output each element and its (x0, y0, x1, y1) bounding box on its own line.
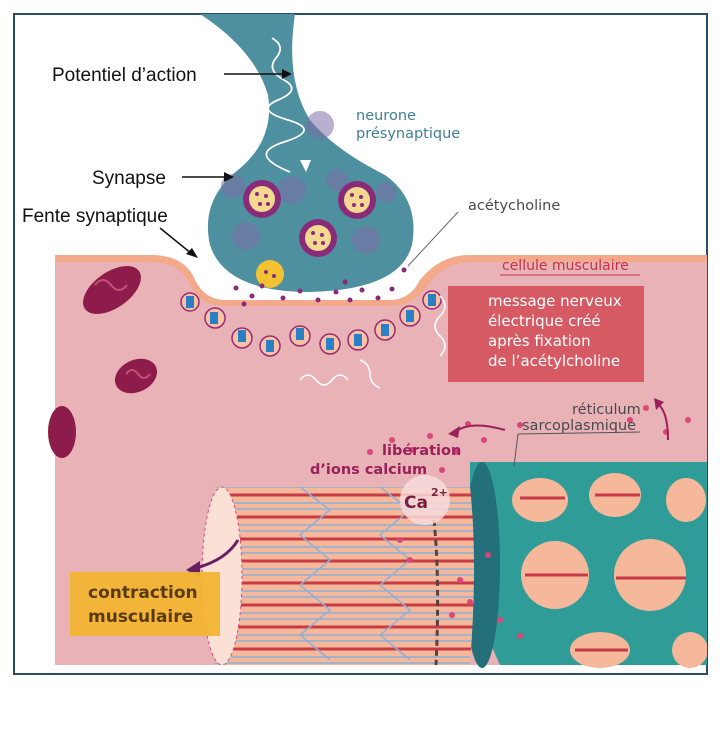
presynaptic-neuron-label-2: présynaptique (356, 126, 460, 142)
calcium-ions (367, 405, 691, 639)
nerve-message-line-4: de l’acétylcholine (488, 352, 620, 370)
calcium-charge: 2+ (431, 486, 448, 499)
presynaptic-neuron-label-1: neurone (356, 108, 416, 124)
calcium-release-label-2: d’ions calcium (310, 462, 427, 478)
reticulum-fibrils (520, 493, 686, 652)
presynaptic-neuron (200, 14, 414, 292)
pointer-arrows (159, 73, 286, 255)
acetylcholine-pointer (407, 211, 459, 267)
nerve-message-line-3: après fixation (488, 332, 591, 350)
action-potential-wave (265, 37, 305, 173)
muscle-membrane (55, 255, 707, 306)
synapse-label: Synapse (92, 168, 166, 189)
calcium-bubble (400, 475, 450, 525)
signal-waves (299, 295, 446, 389)
contraction-label-2: musculaire (88, 607, 193, 627)
reticulum-label-2: sarcoplasmique (522, 418, 636, 434)
nerve-message-line-2: électrique créé (488, 312, 601, 330)
t-tubule (432, 519, 440, 666)
myofibril-bundle (215, 487, 474, 665)
synaptic-vesicles (243, 180, 376, 288)
synaptic-cleft-label: Fente synaptique (22, 206, 168, 227)
nerve-message-box (448, 286, 644, 382)
nerve-message-line-1: message nerveux (488, 292, 622, 310)
contraction-label-1: contraction (88, 583, 198, 603)
postsynaptic-folds (180, 290, 442, 357)
acetylcholine-molecules (233, 267, 407, 307)
reticulum-label-1: réticulum (572, 402, 641, 418)
acetylcholine-label: acétycholine (468, 198, 560, 214)
calcium-release-label-1: libération (382, 443, 461, 459)
mitochondria (48, 266, 158, 458)
muscle-cell-label: cellule musculaire (502, 258, 629, 274)
contraction-arrow (195, 539, 240, 570)
action-potential-label: Potentiel d’action (52, 65, 197, 86)
contraction-box (70, 572, 220, 636)
calcium-symbol: Ca (404, 493, 428, 513)
reticulum-rim (464, 462, 500, 668)
